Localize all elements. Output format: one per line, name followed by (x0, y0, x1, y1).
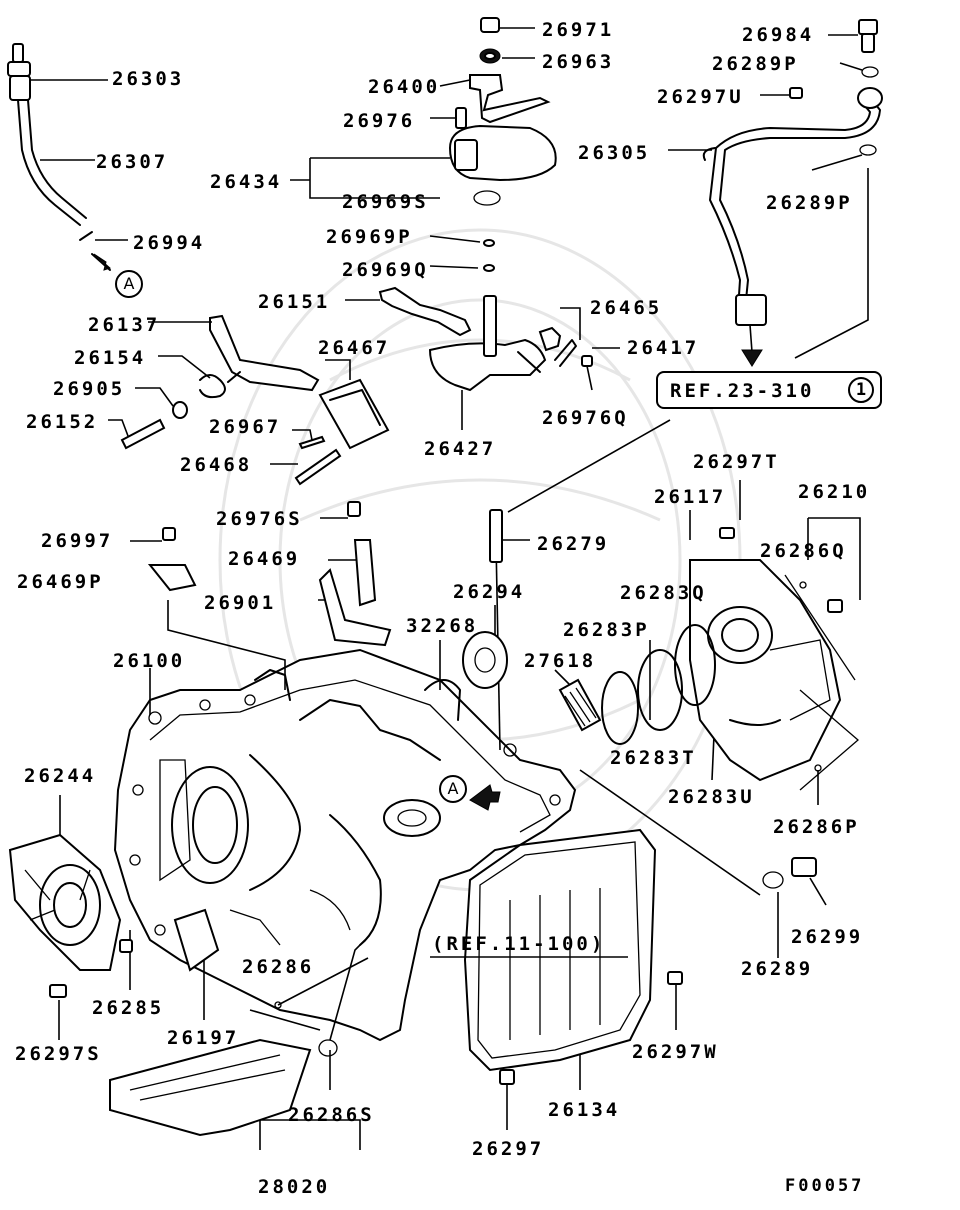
part-label-26197: 26197 (167, 1027, 240, 1049)
part-label-26286: 26286 (242, 956, 315, 978)
part-label-26286S: 26286S (288, 1104, 375, 1126)
part-label-26289P-upper: 26289P (712, 53, 799, 75)
part-label-26137: 26137 (88, 314, 161, 336)
part-label-26151: 26151 (258, 291, 331, 313)
part-label-26289P-lower: 26289P (766, 192, 853, 214)
part-label-26286Q: 26286Q (760, 540, 847, 562)
part-label-26967: 26967 (209, 416, 282, 438)
part-label-26963: 26963 (542, 51, 615, 73)
part-label-26997: 26997 (41, 530, 114, 552)
part-label-26297T: 26297T (693, 451, 780, 473)
ref-box-23-310: REF.23-310 1 (656, 371, 882, 409)
part-label-26154: 26154 (74, 347, 147, 369)
ref-label: REF.23-310 (670, 380, 815, 402)
part-label-28020: 28020 (258, 1176, 331, 1198)
part-label-26294: 26294 (453, 581, 526, 603)
oil-strainer (109, 1038, 338, 1137)
part-label-26100: 26100 (113, 650, 186, 672)
part-label-26467: 26467 (318, 337, 391, 359)
part-label-26297S: 26297S (15, 1043, 102, 1065)
part-label-26283U: 26283U (668, 786, 755, 808)
part-label-26283P: 26283P (563, 619, 650, 641)
part-label-26984: 26984 (742, 24, 815, 46)
part-label-26465: 26465 (590, 297, 663, 319)
part-label-26283Q: 26283Q (620, 582, 707, 604)
part-label-26283T: 26283T (610, 747, 697, 769)
part-label-26289: 26289 (741, 958, 814, 980)
part-label-32268: 32268 (406, 615, 479, 637)
part-label-26297: 26297 (472, 1138, 545, 1160)
part-label-26286P: 26286P (773, 816, 860, 838)
ref-label-pan: (REF.11-100) (432, 933, 606, 955)
part-label-26976Q: 26976Q (542, 407, 629, 429)
part-label-26285: 26285 (92, 997, 165, 1019)
part-label-26434: 26434 (210, 171, 283, 193)
part-label-26152: 26152 (26, 411, 99, 433)
part-label-26969S: 26969S (342, 191, 429, 213)
marker-a-circle-top: A (115, 270, 143, 298)
part-label-26303: 26303 (112, 68, 185, 90)
ref-number-circle: 1 (848, 377, 874, 403)
part-label-26134: 26134 (548, 1099, 621, 1121)
part-label-26305: 26305 (578, 142, 651, 164)
part-label-26244: 26244 (24, 765, 97, 787)
part-label-26297U: 26297U (657, 86, 744, 108)
part-label-26297W: 26297W (632, 1041, 719, 1063)
part-label-26427: 26427 (424, 438, 497, 460)
part-label-26971: 26971 (542, 19, 615, 41)
selector-lever-parts (290, 17, 557, 272)
transfer-parts (147, 501, 859, 791)
part-label-26469: 26469 (228, 548, 301, 570)
converter-housing (8, 833, 282, 1009)
part-label-26299: 26299 (791, 926, 864, 948)
part-label-26905: 26905 (53, 378, 126, 400)
transaxle-case (113, 648, 577, 1042)
part-label-26210: 26210 (798, 481, 871, 503)
part-label-27618: 27618 (524, 650, 597, 672)
part-label-26976S: 26976S (216, 508, 303, 530)
part-label-26117: 26117 (654, 486, 727, 508)
part-label-26969Q: 26969Q (342, 259, 429, 281)
part-label-26417: 26417 (627, 337, 700, 359)
detent-linkage-parts (108, 286, 620, 486)
part-label-26976: 26976 (343, 110, 416, 132)
dipstick-parts (7, 43, 128, 271)
part-label-26469P: 26469P (17, 571, 104, 593)
part-label-26400: 26400 (368, 76, 441, 98)
part-label-26468: 26468 (180, 454, 253, 476)
part-label-26307: 26307 (96, 151, 169, 173)
diagram-code: F00057 (785, 1176, 865, 1196)
part-label-26901: 26901 (204, 592, 277, 614)
part-label-26279: 26279 (537, 533, 610, 555)
oil-cooler-pipe (668, 19, 883, 367)
oil-pan (463, 828, 817, 1085)
marker-a-circle-case: A (439, 775, 467, 803)
part-label-26994: 26994 (133, 232, 206, 254)
part-label-26969P: 26969P (326, 226, 413, 248)
